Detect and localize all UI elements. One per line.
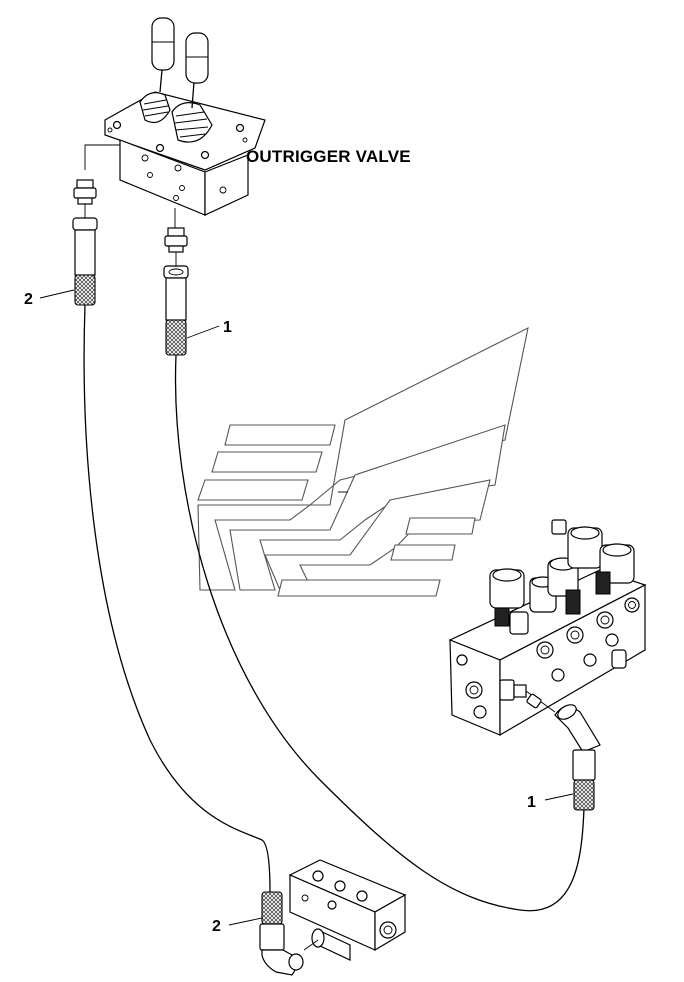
- leader-line-2-top: [39, 289, 75, 299]
- hose-item-2: [83, 304, 271, 893]
- center-top-fitting: [164, 227, 188, 266]
- left-top-fitting: [73, 179, 97, 218]
- hose-end-item-1-right: [554, 704, 601, 811]
- leader-line-1-top: [186, 325, 220, 339]
- hose-end-item-2-bottom: [259, 891, 304, 976]
- valve-bank-fitting: [499, 679, 556, 713]
- lower-valve-block: [288, 859, 407, 961]
- callout-2-bottom: 2: [212, 918, 221, 935]
- hose-end-item-2-top: [72, 217, 98, 306]
- leader-line-2-bottom: [228, 917, 263, 926]
- outrigger-valve-label: OUTRIGGER VALVE: [246, 147, 411, 166]
- callout-1-right: 1: [527, 794, 536, 811]
- hose-end-item-1-top: [163, 265, 189, 356]
- callout-2-top: 2: [24, 291, 33, 308]
- leader-line-1-right: [544, 793, 574, 801]
- hose-item-1: [174, 354, 585, 912]
- outrigger-valve-body: [84, 17, 266, 228]
- valve-bank: [448, 519, 647, 737]
- callout-1-top: 1: [223, 319, 232, 336]
- watermark-logo: [197, 326, 529, 597]
